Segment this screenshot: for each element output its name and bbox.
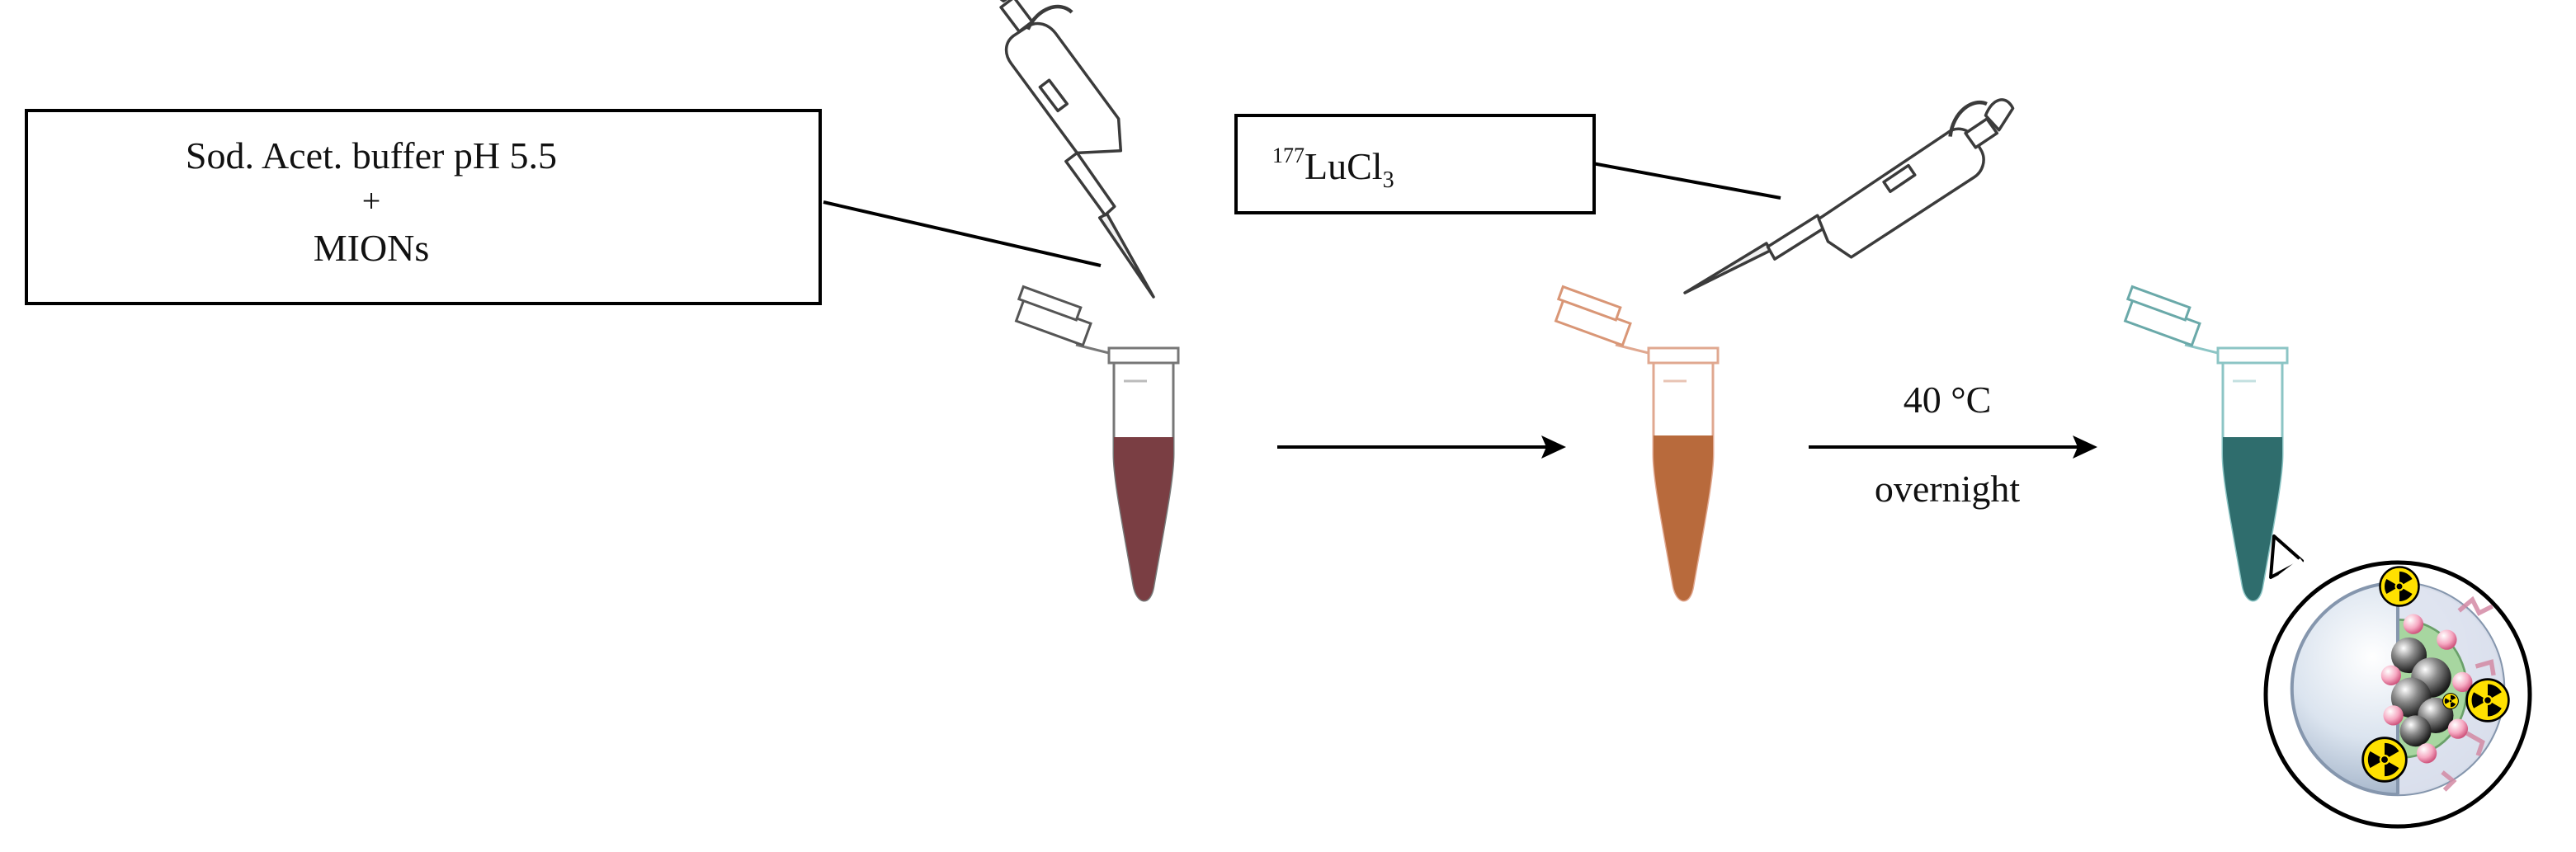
pipette-icon (1683, 98, 2015, 294)
lu-mass-number: 177 (1272, 144, 1305, 167)
buffer-label: Sod. Acet. buffer pH 5.5 (185, 134, 558, 177)
microtube-icon (2123, 285, 2289, 602)
microtube-icon (1554, 285, 1720, 602)
reagent-label-box-middle: 177LuCl3 (1234, 114, 1596, 214)
arrow-right-icon (1809, 435, 2097, 459)
radiation-trefoil-icon (2442, 693, 2459, 709)
arrow-right-icon (1277, 435, 1566, 459)
duration-label: overnight (1874, 468, 2021, 510)
lucl3-label: 177LuCl3 (1272, 144, 1394, 194)
microtube-icon (1014, 285, 1180, 602)
plus-sign: + (361, 182, 381, 219)
reagent-label-box-left: Sod. Acet. buffer pH 5.5 + MIONs (25, 109, 822, 305)
lu-element: LuCl (1305, 145, 1383, 187)
magnified-particle-callout (2263, 534, 2532, 829)
temperature-label: 40 °C (1903, 379, 1992, 421)
radiation-trefoil-icon (2361, 737, 2408, 783)
connector-line-left (823, 200, 1102, 267)
radiation-trefoil-icon (2465, 678, 2510, 723)
cl-subscript: 3 (1382, 167, 1394, 193)
mions-label: MIONs (313, 227, 430, 269)
radiation-trefoil-icon (2379, 566, 2420, 607)
connector-line-middle (1592, 162, 1781, 200)
pipette-icon (988, 0, 1155, 299)
